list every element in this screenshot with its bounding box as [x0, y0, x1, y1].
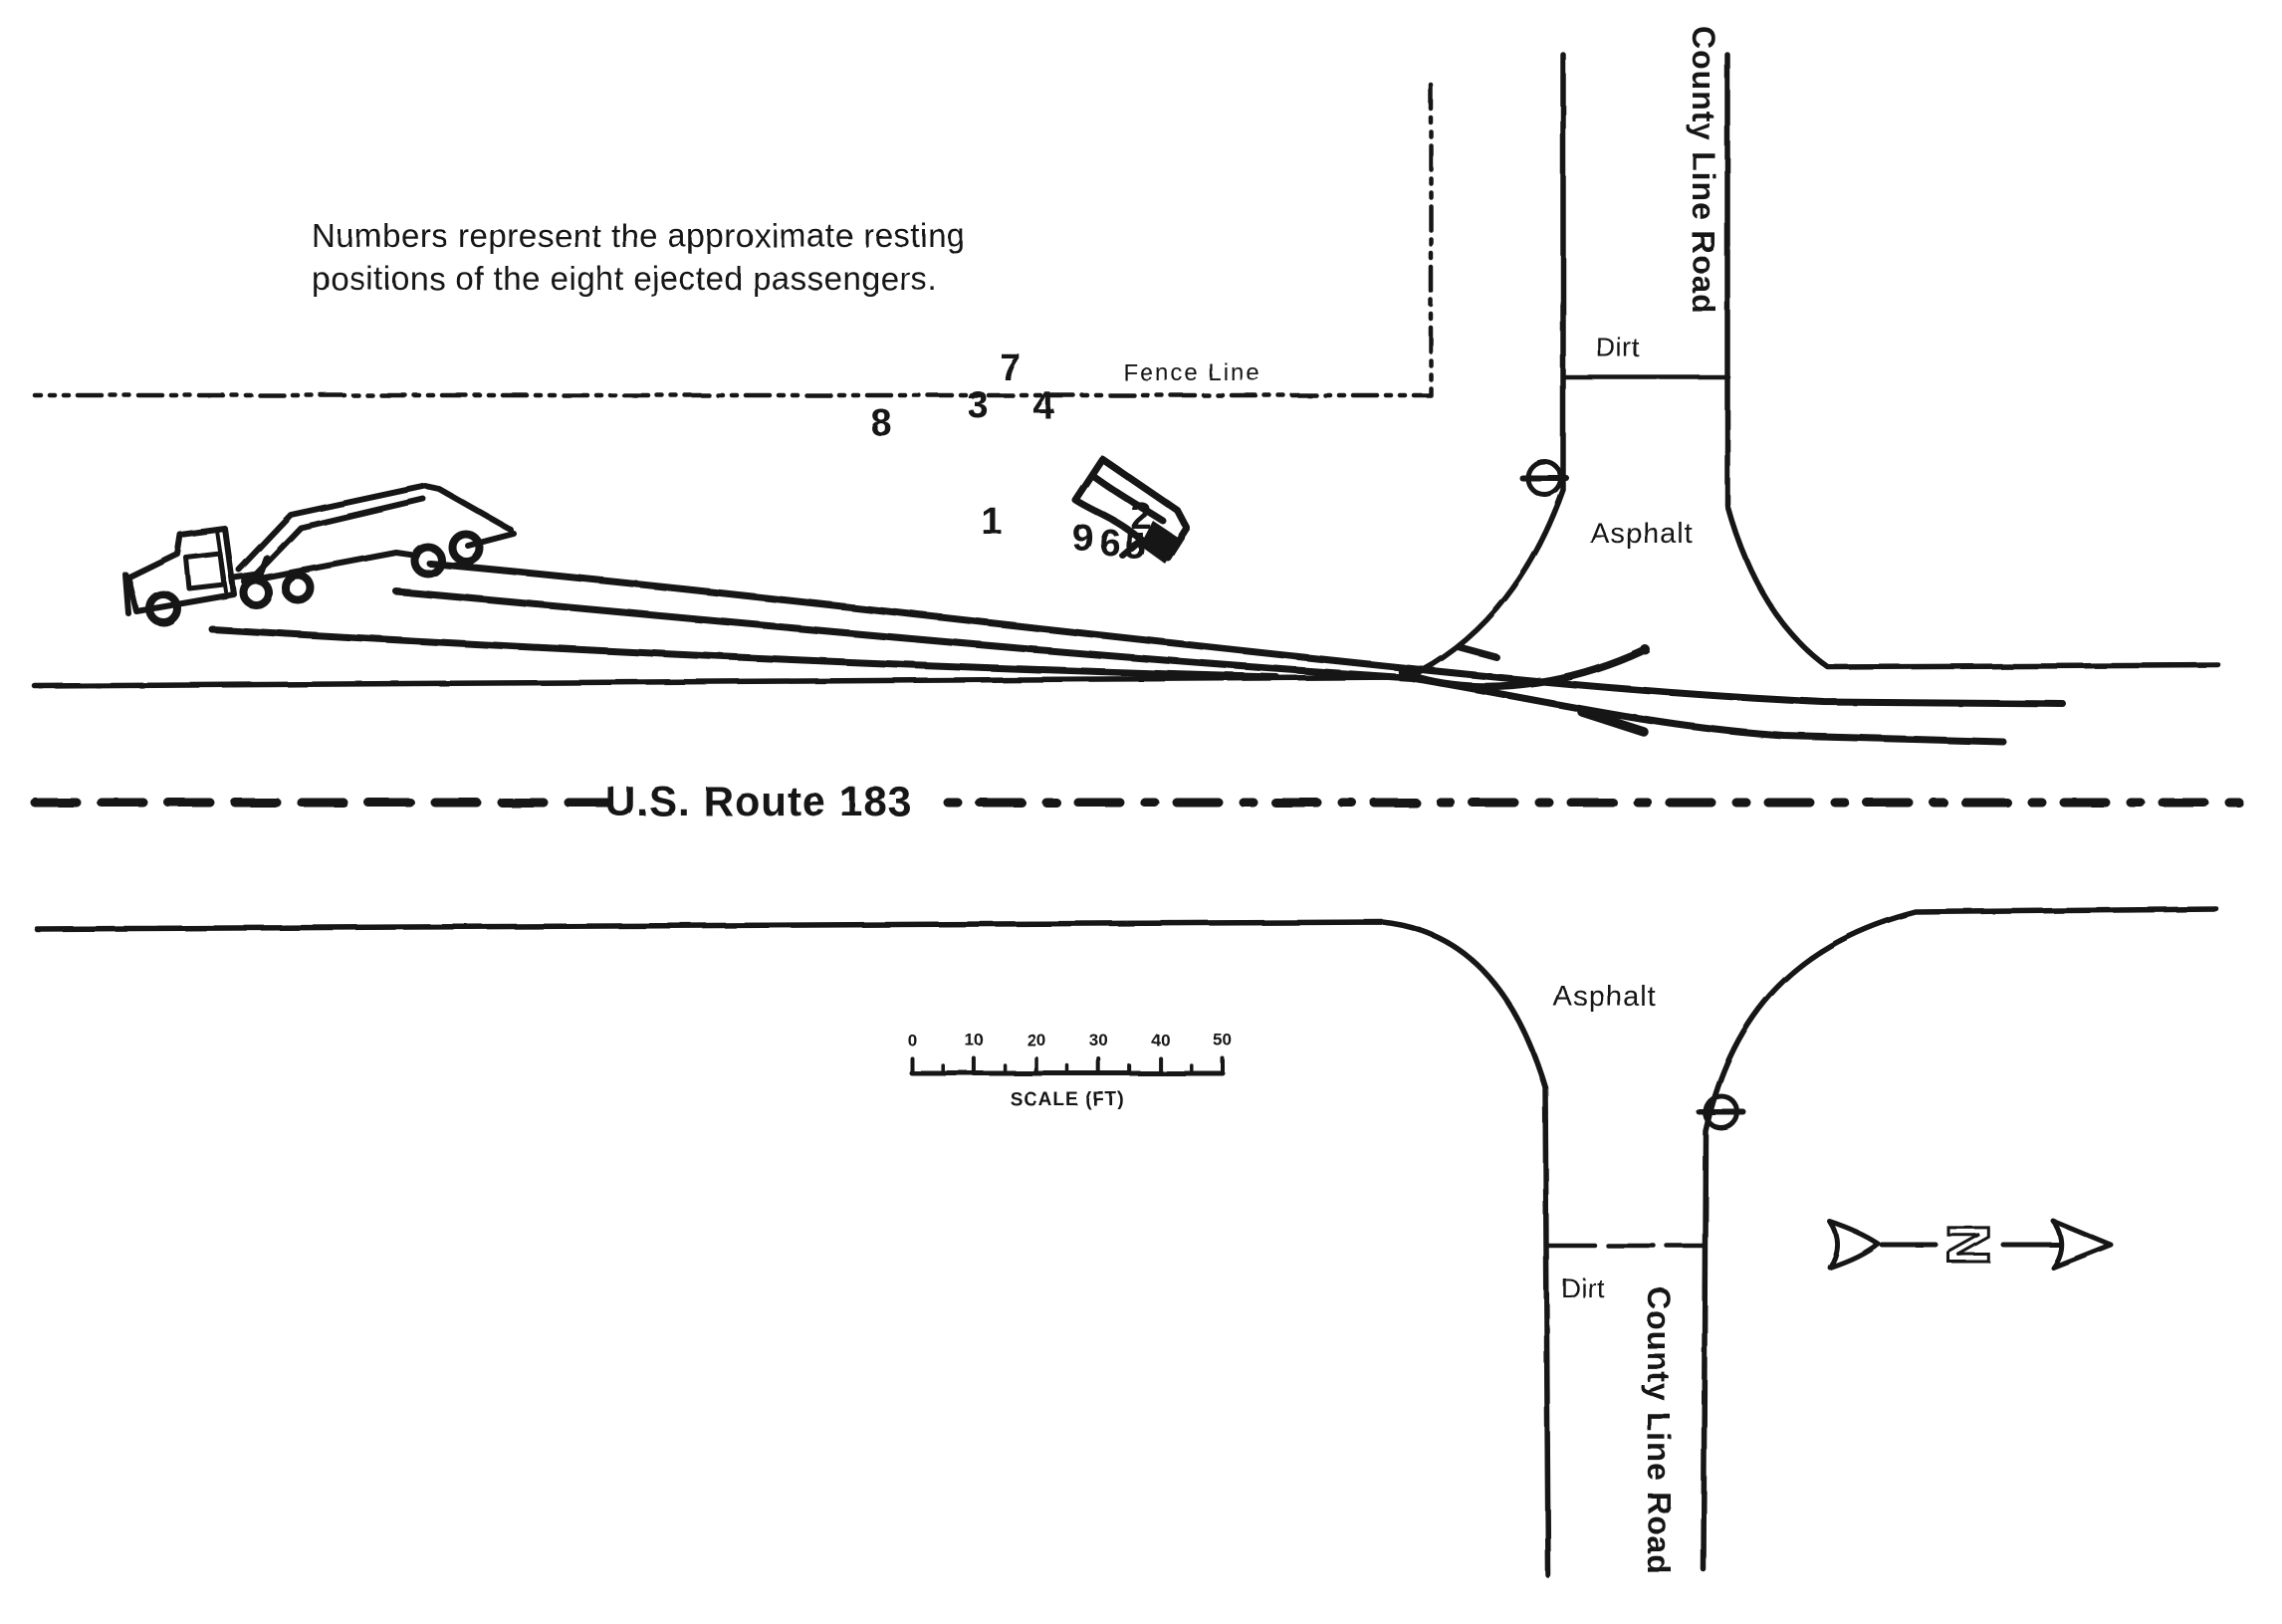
trailer-wheel-2 — [448, 530, 484, 566]
asphalt-label-bottom: Asphalt — [1553, 981, 1657, 1013]
north-letter: N — [1936, 1224, 2000, 1266]
truck-cab-window — [183, 551, 227, 591]
fence-line-label: Fence Line — [1123, 359, 1261, 386]
scale-tick-label-40: 40 — [1151, 1031, 1170, 1049]
scale-caption: SCALE (FT) — [1010, 1089, 1125, 1110]
truck-rear-wheel-2 — [281, 571, 315, 604]
ejected-position-5: 5 — [1124, 526, 1145, 568]
text-labels: Numbers represent the approximate restin… — [312, 26, 1721, 1575]
skid-mark-hook — [1398, 646, 1647, 691]
scale-tick-label-30: 30 — [1089, 1031, 1108, 1049]
skid-mark-lower — [208, 625, 1280, 681]
ejected-position-1: 1 — [981, 501, 1002, 543]
fence-line — [32, 82, 1434, 398]
truck-cab-door-edge — [215, 529, 228, 593]
overturned-vehicle-tail-mark — [1119, 539, 1142, 560]
trailer-bottom-chord — [241, 550, 420, 584]
stop-sign-bottom — [1697, 1093, 1746, 1131]
tractor-trailer-drawing — [122, 483, 517, 626]
ejected-position-2: 2 — [1130, 496, 1151, 538]
ejected-position-8: 8 — [870, 402, 891, 444]
trailer-top-beam — [236, 483, 514, 573]
county-line-road-label-top: County Line Road — [1686, 26, 1721, 315]
scale-tick-label-10: 10 — [965, 1031, 984, 1049]
route-183-label: U.S. Route 183 — [605, 778, 912, 824]
dirt-label-top: Dirt — [1596, 333, 1640, 362]
north-arrow: N — [1827, 1218, 2114, 1271]
skid-mark-upper — [426, 560, 2067, 708]
stop-sign-top — [1519, 459, 1569, 497]
trailer-wheel-1 — [410, 543, 446, 579]
ejected-position-3: 3 — [967, 384, 988, 426]
overturned-vehicle-inner-edge — [1089, 472, 1167, 525]
note-line-1: Numbers represent the approximate restin… — [312, 217, 966, 254]
scale-tick-label-20: 20 — [1027, 1031, 1045, 1049]
ejected-position-4: 4 — [1032, 385, 1053, 427]
trailer-inner-beam — [249, 496, 426, 581]
ejected-position-9: 9 — [1072, 518, 1093, 560]
scale-bar: SCALE (FT) 0 10 20 30 40 50 — [907, 1031, 1232, 1110]
county-top-right-edge-and-route183-north-edge-right — [1724, 52, 2221, 670]
truck-front-wheel — [145, 590, 181, 626]
scale-tick-label-50: 50 — [1214, 1031, 1233, 1049]
dirt-label-bottom: Dirt — [1561, 1274, 1605, 1303]
road-outlines — [30, 52, 2251, 1578]
north-arrow-fletching — [1827, 1219, 1881, 1271]
scale-tick-label-0: 0 — [907, 1031, 916, 1049]
skid-mark-dash-a — [1577, 707, 1649, 737]
overturned-vehicle-undercarriage — [1140, 521, 1180, 564]
asphalt-label-top: Asphalt — [1590, 518, 1694, 550]
north-arrow-head — [2050, 1218, 2114, 1271]
truck-cab-outline — [125, 526, 237, 614]
truck-front-bumper — [122, 572, 131, 616]
skid-hook-end-dot — [1640, 644, 1650, 654]
ejected-position-7: 7 — [1000, 348, 1021, 389]
route183-south-edge-and-county-bottom-left-edge — [34, 919, 1551, 1578]
ejected-position-6: 6 — [1099, 523, 1120, 565]
skid-mark-dash-b — [1456, 643, 1500, 661]
note-line-2: positions of the eight ejected passenger… — [312, 260, 937, 297]
skid-mark-middle — [392, 587, 2007, 746]
overturned-vehicle-drawing — [1071, 455, 1191, 564]
county-line-road-label-bottom: County Line Road — [1641, 1286, 1677, 1575]
skid-marks — [208, 560, 2067, 746]
route183-north-edge-and-county-top-left-edge — [32, 52, 1566, 689]
